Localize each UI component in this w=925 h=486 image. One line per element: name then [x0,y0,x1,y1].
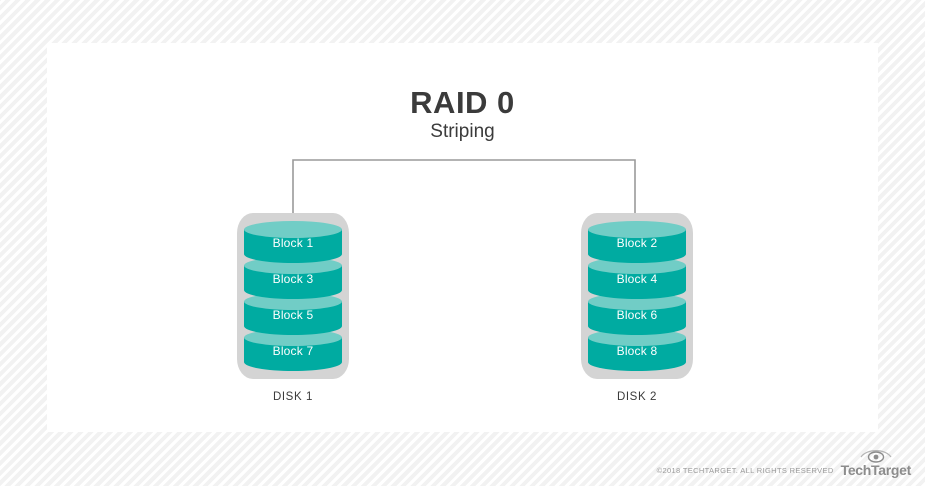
techtarget-logo: TechTarget [841,448,911,478]
disk-2-caption: DISK 2 [616,391,658,403]
brand-name: TechTarget [840,462,912,479]
disk-1-block-stack: Block 1 Block 3 Block 5 Block 7 [244,221,342,371]
footer: ©2018 TECHTARGET. ALL RIGHTS RESERVED Te… [657,448,911,478]
block-label: Block 6 [616,308,658,322]
block-label: Block 7 [272,344,314,358]
disk-block[interactable]: Block 2 [588,221,686,269]
eye-icon [859,448,893,464]
block-label: Block 2 [616,236,658,250]
block-label: Block 5 [272,308,314,322]
disk-1-caption: DISK 1 [272,391,314,403]
block-label: Block 4 [616,272,658,286]
block-label: Block 8 [616,344,658,358]
copyright-text: ©2018 TECHTARGET. ALL RIGHTS RESERVED [656,466,834,475]
disk-2-block-stack: Block 2 Block 4 Block 6 Block 8 [588,221,686,371]
page-title: RAID 0 [410,85,515,120]
disk-block[interactable]: Block 4 [588,257,686,305]
block-label: Block 3 [272,272,314,286]
page-subtitle: Striping [430,121,495,142]
block-label: Block 1 [272,236,314,250]
diagram-card: RAID 0 Striping Block 1 Block 3 [47,43,878,432]
disk-block[interactable]: Block 1 [244,221,342,269]
